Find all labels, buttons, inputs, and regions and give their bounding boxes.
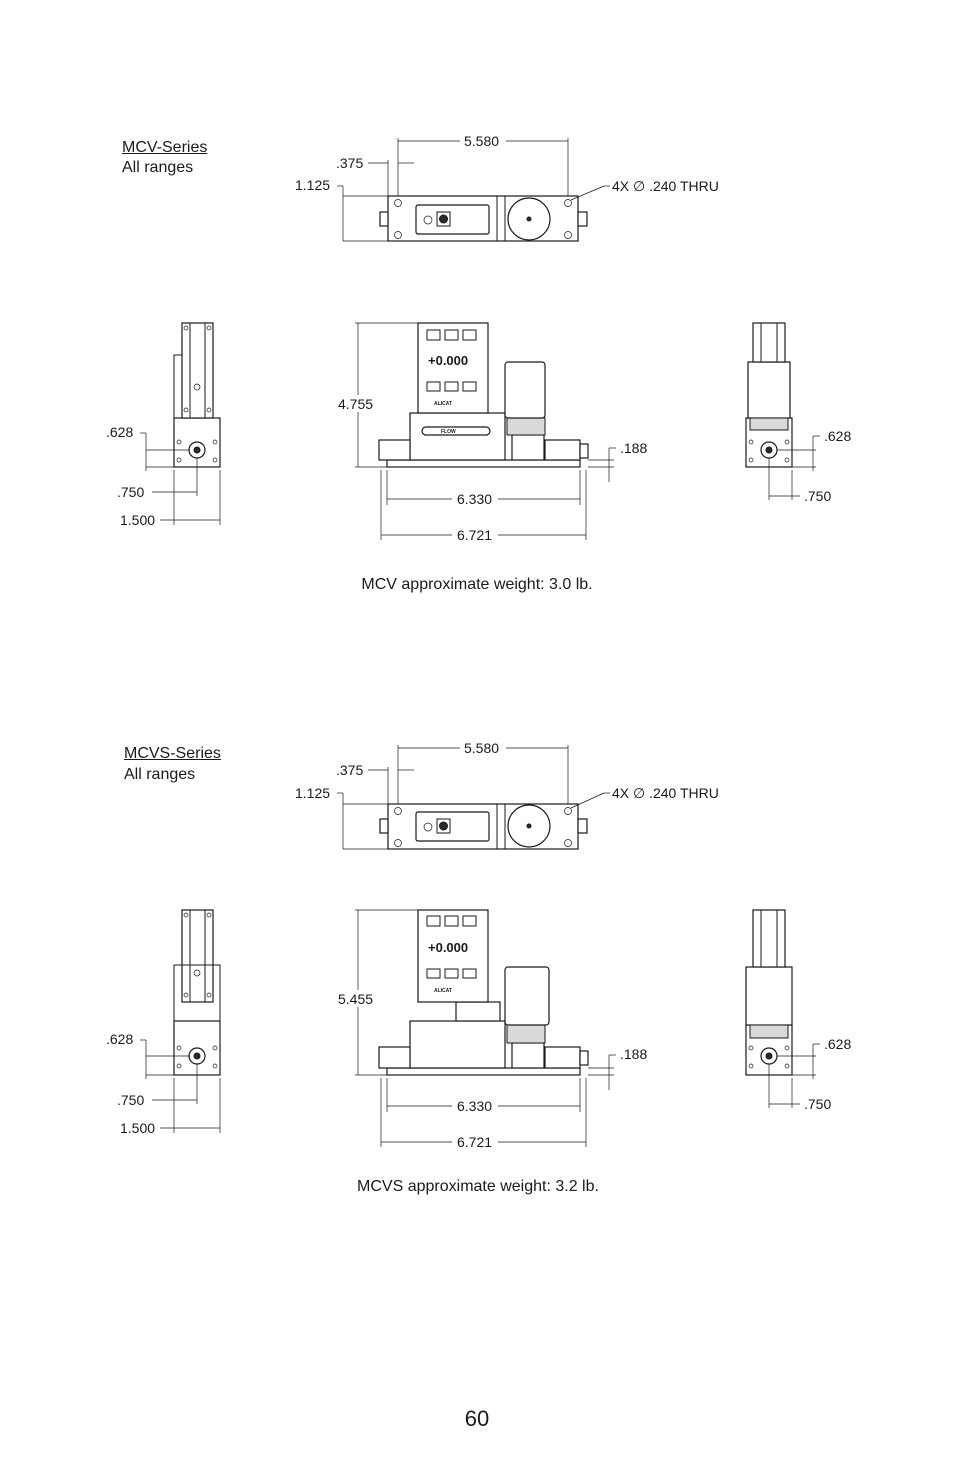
mcv-drawing: 5.580 .375 1.125 4X ∅ .240 THRU (106, 133, 851, 543)
mcv-right-view (745, 322, 793, 468)
dim-base-length-mcvs: 6.330 (457, 1098, 492, 1114)
mcvs-front-view: +0.000 ALICAT (378, 909, 589, 1076)
dim-top-length-mcv: 5.580 (464, 133, 499, 149)
mcv-right-dims: .628 .750 (768, 428, 851, 504)
dim-left-port-offset-mcv: .750 (117, 484, 144, 500)
dim-top-width-mcv: 1.125 (295, 177, 330, 193)
mcvs-top-dims: 5.580 .375 1.125 4X ∅ .240 THRU (295, 740, 719, 850)
dim-hole-offset-mcvs: .375 (336, 762, 363, 778)
series-title-mcv: MCV-Series (122, 139, 208, 156)
dim-left-port-offset-mcvs: .750 (117, 1092, 144, 1108)
mcvs-front-dims: 5.455 6.330 6.721 .188 (338, 909, 647, 1150)
page-number: 60 (464, 1406, 490, 1431)
mcv-left-view (173, 322, 221, 468)
dim-hole-offset-mcv: .375 (336, 155, 363, 171)
dim-right-port-offset-mcvs: .750 (804, 1096, 831, 1112)
dim-overall-length-mcv: 6.721 (457, 527, 492, 543)
mcv-top-view (379, 195, 588, 242)
weight-note-mcv: MCV approximate weight: 3.0 lb. (361, 576, 593, 593)
dim-top-length-mcvs: 5.580 (464, 740, 499, 756)
dim-top-width-mcvs: 1.125 (295, 785, 330, 801)
series-ranges-mcvs: All ranges (124, 766, 196, 783)
dim-base-thickness-mcv: .188 (620, 440, 647, 456)
mcvs-right-dims: .628 .750 (768, 1036, 851, 1112)
mcvs-top-view (379, 803, 588, 850)
mcv-front-view: FLOW +0.000 ALICAT (378, 322, 589, 468)
dim-right-port-height-mcvs: .628 (824, 1036, 851, 1052)
logo-mcv: ALICAT (434, 401, 452, 407)
mcv-left-dims: .628 .750 1.500 (106, 424, 221, 528)
display-reading-mcv: +0.000 (428, 353, 468, 368)
flow-label: FLOW (441, 429, 456, 435)
dim-base-length-mcv: 6.330 (457, 491, 492, 507)
display-reading-mcvs: +0.000 (428, 940, 468, 955)
dim-holes-mcv: 4X ∅ .240 THRU (612, 178, 719, 194)
mcvs-left-dims: .628 .750 1.500 (106, 1031, 221, 1136)
dim-left-port-height-mcvs: .628 (106, 1031, 133, 1047)
dim-overall-length-mcvs: 6.721 (457, 1134, 492, 1150)
dim-base-thickness-mcvs: .188 (620, 1046, 647, 1062)
logo-mcvs: ALICAT (434, 988, 452, 994)
series-ranges-mcv: All ranges (122, 159, 194, 176)
dim-height-mcv: 4.755 (338, 396, 373, 412)
dim-right-port-offset-mcv: .750 (804, 488, 831, 504)
dim-left-port-height-mcv: .628 (106, 424, 133, 440)
dim-right-port-height-mcv: .628 (824, 428, 851, 444)
dim-height-mcvs: 5.455 (338, 991, 373, 1007)
dim-left-width-mcvs: 1.500 (120, 1120, 155, 1136)
weight-note-mcvs: MCVS approximate weight: 3.2 lb. (357, 1178, 599, 1195)
mcvs-right-view (745, 909, 793, 1076)
mcvs-left-view (173, 909, 221, 1076)
dim-holes-mcvs: 4X ∅ .240 THRU (612, 785, 719, 801)
mcv-top-dims: 5.580 .375 1.125 4X ∅ .240 THRU (295, 133, 719, 242)
series-title-mcvs: MCVS-Series (124, 745, 221, 762)
mcv-front-dims: 4.755 6.330 6.721 .188 (338, 322, 647, 543)
dim-left-width-mcv: 1.500 (120, 512, 155, 528)
mcvs-drawing: 5.580 .375 1.125 4X ∅ .240 THRU (106, 740, 851, 1150)
